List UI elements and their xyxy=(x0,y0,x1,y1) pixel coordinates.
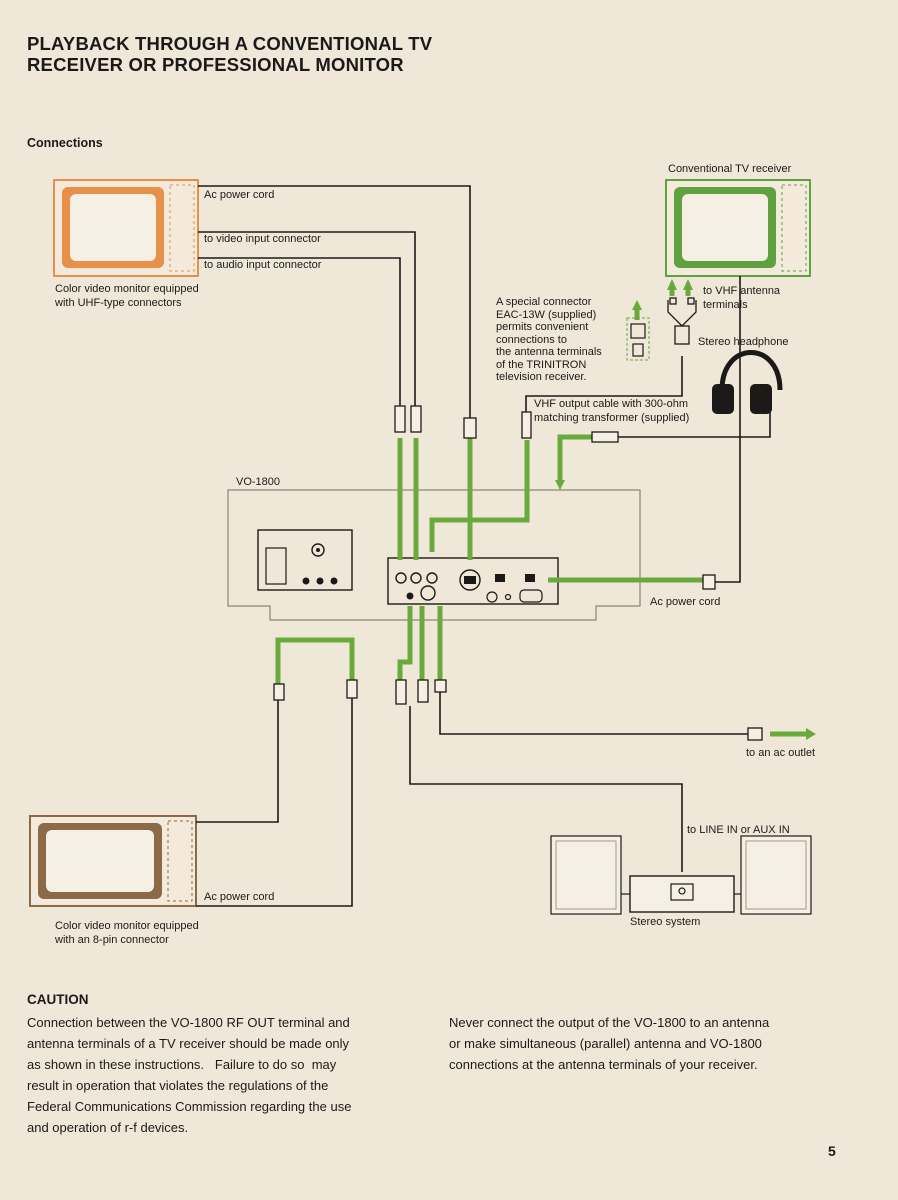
title-line-1: PLAYBACK THROUGH A CONVENTIONAL TV xyxy=(27,33,433,54)
note-line: of the TRINITRON xyxy=(496,358,587,371)
caution-line: connections at the antenna terminals of … xyxy=(449,1057,758,1072)
headphone-icon xyxy=(712,350,783,414)
special-connector-note: A special connector EAC-13W (supplied) p… xyxy=(496,296,624,384)
label-vhf-terminals-1: to VHF antenna xyxy=(703,285,781,297)
caution-line: and operation of r-f devices. xyxy=(27,1120,189,1135)
label-vo1800: VO-1800 xyxy=(236,476,281,488)
caution-heading: CAUTION xyxy=(27,992,89,1007)
top-monitor-caption-1: Color video monitor equipped xyxy=(55,283,199,295)
label-tv-receiver: Conventional TV receiver xyxy=(668,163,792,175)
caution-line: antenna terminals of a TV receiver shoul… xyxy=(27,1036,350,1051)
top-color-monitor xyxy=(53,179,199,277)
stereo-system xyxy=(550,835,812,915)
label-to-ac-outlet: to an ac outlet xyxy=(746,747,816,759)
note-line: television receiver. xyxy=(496,371,587,383)
title-line-2: RECEIVER OR PROFESSIONAL MONITOR xyxy=(27,54,404,75)
special-connector-eac13w xyxy=(626,317,650,361)
label-vhf-cable-2: matching transformer (supplied) xyxy=(534,412,690,424)
note-line: permits convenient xyxy=(496,321,589,333)
label-ac-power-cord-right: Ac power cord xyxy=(650,596,721,608)
conventional-tv-receiver xyxy=(665,179,811,277)
matching-transformer xyxy=(667,297,697,345)
bottom-monitor-caption-1: Color video monitor equipped xyxy=(55,920,199,932)
note-line: the antenna terminals xyxy=(496,346,602,358)
black-cables xyxy=(196,185,771,907)
caution-left-paragraph: Connection between the VO-1800 RF OUT te… xyxy=(27,1012,427,1138)
label-vhf-terminals-2: terminals xyxy=(703,299,748,311)
label-ac-power-cord-bottom: Ac power cord xyxy=(204,891,275,903)
caution-line: Never connect the output of the VO-1800 … xyxy=(449,1015,770,1030)
caution-line: Connection between the VO-1800 RF OUT te… xyxy=(27,1015,350,1030)
caution-right-paragraph: Never connect the output of the VO-1800 … xyxy=(449,1012,859,1075)
plugs xyxy=(273,405,763,741)
label-stereo-system: Stereo system xyxy=(630,916,701,928)
label-to-video-input: to video input connector xyxy=(204,233,321,245)
top-monitor-caption-2: with UHF-type connectors xyxy=(55,297,182,309)
note-line: EAC-13W (supplied) xyxy=(496,308,597,321)
caution-line: Federal Communications Commission regard… xyxy=(27,1099,352,1114)
bottom-color-monitor xyxy=(29,815,197,907)
label-to-line-in: to LINE IN or AUX IN xyxy=(687,824,790,836)
page-title: PLAYBACK THROUGH A CONVENTIONAL TV RECEI… xyxy=(27,33,432,75)
note-line: connections to xyxy=(496,333,567,346)
label-ac-power-cord-top: Ac power cord xyxy=(204,189,275,201)
caution-line: as shown in these instructions. Failure … xyxy=(27,1057,337,1072)
arrow-heads xyxy=(555,279,816,740)
bottom-monitor-caption-2: with an 8-pin connector xyxy=(55,934,169,946)
section-heading: Connections xyxy=(27,136,103,150)
label-vhf-cable-1: VHF output cable with 300-ohm xyxy=(534,398,689,410)
connection-diagram xyxy=(29,179,816,915)
label-to-audio-input: to audio input connector xyxy=(204,259,322,271)
note-line: A special connector xyxy=(496,296,592,308)
page-number: 5 xyxy=(828,1143,836,1159)
vo1800-deck xyxy=(227,489,641,621)
label-stereo-headphone: Stereo headphone xyxy=(698,336,789,348)
caution-line: result in operation that violates the re… xyxy=(27,1078,329,1093)
caution-line: or make simultaneous (parallel) antenna … xyxy=(449,1036,762,1051)
